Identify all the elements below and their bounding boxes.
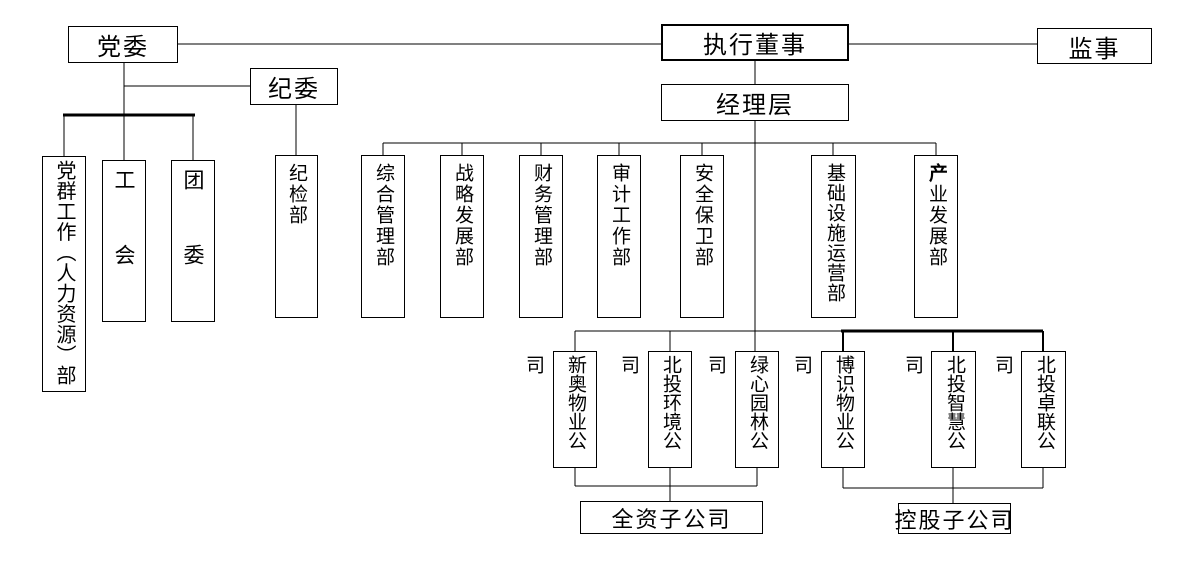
node-sub-lvxin-landscape: 绿心园林公司: [705, 351, 779, 468]
node-dept-strategic-development: 战略发展部: [440, 155, 484, 318]
node-dept-audit-work: 审计工作部: [597, 155, 641, 318]
node-party-mass-hr-dept: 党群工作（人力资源）部: [42, 156, 86, 392]
node-sub-xinao-property: 新奥物业公司: [523, 351, 597, 468]
node-party-committee: 党委: [68, 26, 178, 63]
node-dept-security: 安全保卫部: [680, 155, 724, 318]
node-group-holding: 控股子公司: [895, 503, 1013, 534]
node-management-layer: 经理层: [661, 84, 849, 121]
node-sub-beitou-zhuolian: 北投卓联公司: [992, 351, 1066, 468]
node-sub-boshi-property: 博识物业公司: [791, 351, 865, 468]
node-dept-industry-development: 产业发展部: [914, 155, 958, 318]
node-executive-director: 执行董事: [661, 24, 849, 61]
node-dept-infrastructure-operations: 基础设施运营部: [811, 155, 856, 318]
node-dept-finance-management: 财务管理部: [519, 155, 563, 318]
node-supervisor: 监事: [1037, 28, 1152, 64]
node-discipline-inspection-dept: 纪检部: [275, 155, 318, 318]
node-sub-beitou-smart: 北投智慧公司: [902, 351, 976, 468]
node-group-wholly-owned: 全资子公司: [580, 501, 763, 534]
node-discipline-committee: 纪委: [250, 68, 338, 105]
node-sub-beitou-environment: 北投环境公司: [618, 351, 692, 468]
node-labor-union: 工会: [102, 160, 146, 322]
node-youth-league: 团委: [171, 160, 215, 322]
node-dept-general-management: 综合管理部: [361, 155, 405, 318]
